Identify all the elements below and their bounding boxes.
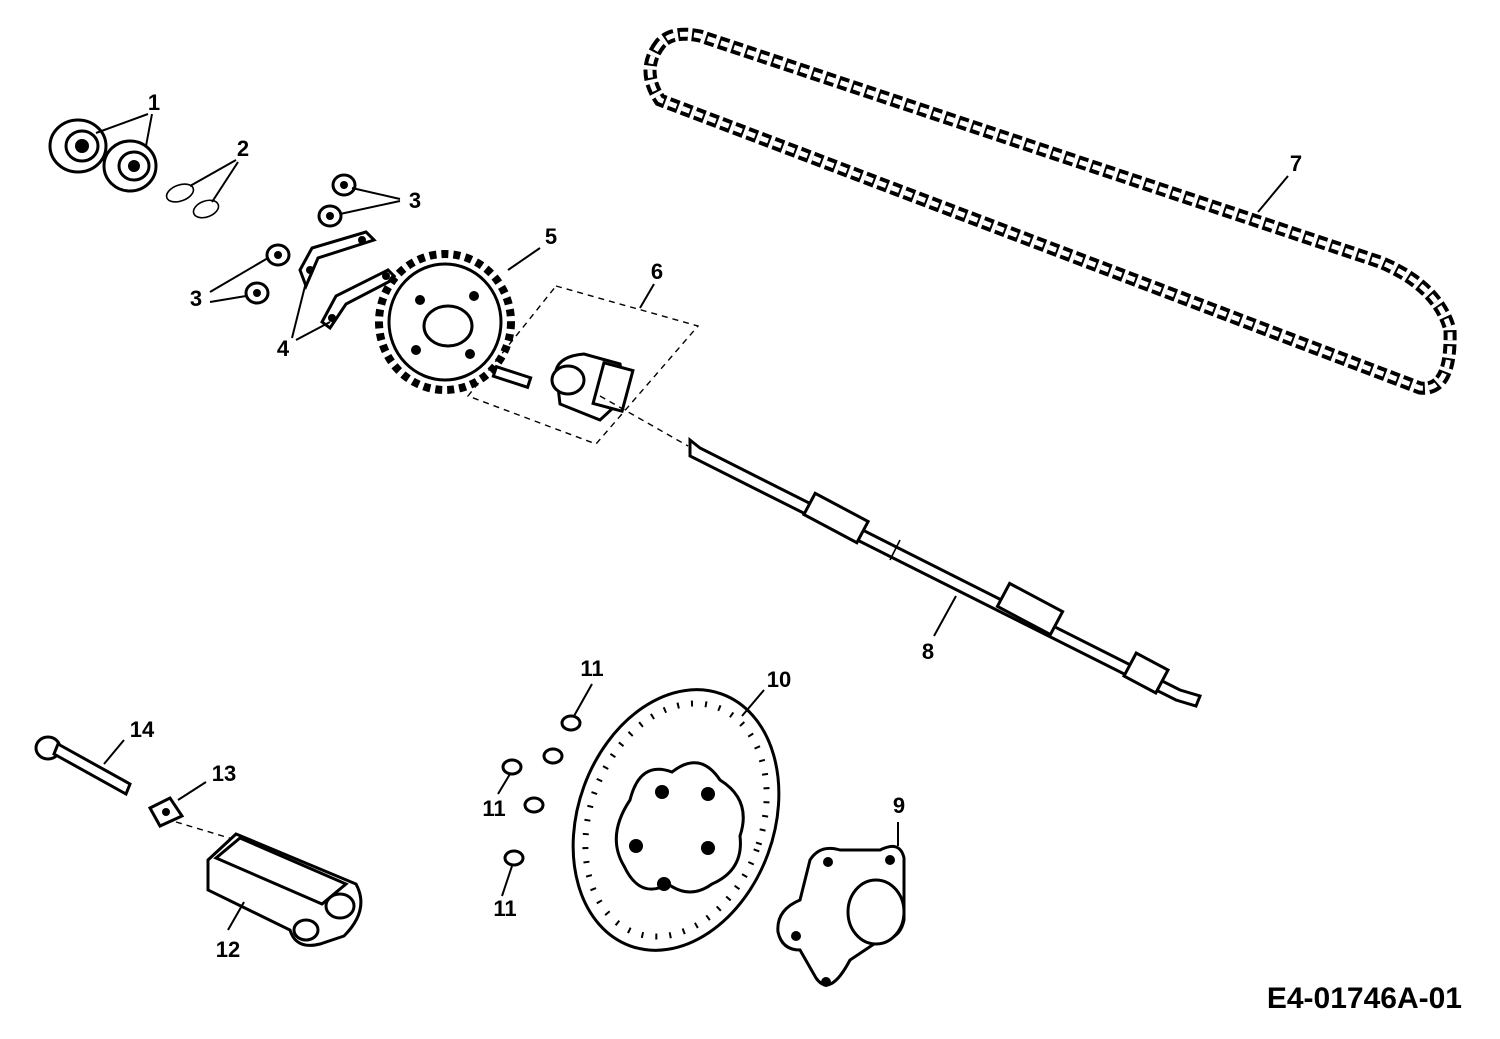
callout-3a: 3 [409,188,421,213]
part-10-brake-disc [571,688,781,952]
callout-7: 7 [1290,151,1302,176]
callout-8: 8 [922,639,934,664]
part-2-circlips [165,183,220,219]
callout-9: 9 [893,793,905,818]
part-7-chain [643,27,1457,395]
callout-5: 5 [545,224,557,249]
callout-11b: 11 [482,796,505,821]
part-8-axle [599,395,1203,708]
callout-11c: 11 [493,896,516,921]
part-14-bolt [34,735,132,797]
callout-11a: 11 [580,656,603,681]
callout-10: 10 [767,667,791,692]
part-9-flange-hub [776,844,906,987]
callout-2: 2 [237,136,249,161]
callout-14: 14 [130,717,155,742]
callout-3b: 3 [190,286,202,311]
part-11-bolts [501,714,582,867]
part-13-washer [147,796,185,828]
drawing-code: E4-01746A-01 [1267,982,1462,1015]
part-5-sprocket [375,250,515,394]
callout-4: 4 [277,336,290,361]
callout-6: 6 [651,259,663,284]
part-1-bearings [48,118,158,193]
part-3-nuts [244,173,357,305]
part-6-hub-assembly [466,285,700,445]
callout-1: 1 [148,90,160,115]
callout-13: 13 [212,761,236,786]
callout-12: 12 [216,937,240,962]
part-12-bracket [175,821,363,947]
